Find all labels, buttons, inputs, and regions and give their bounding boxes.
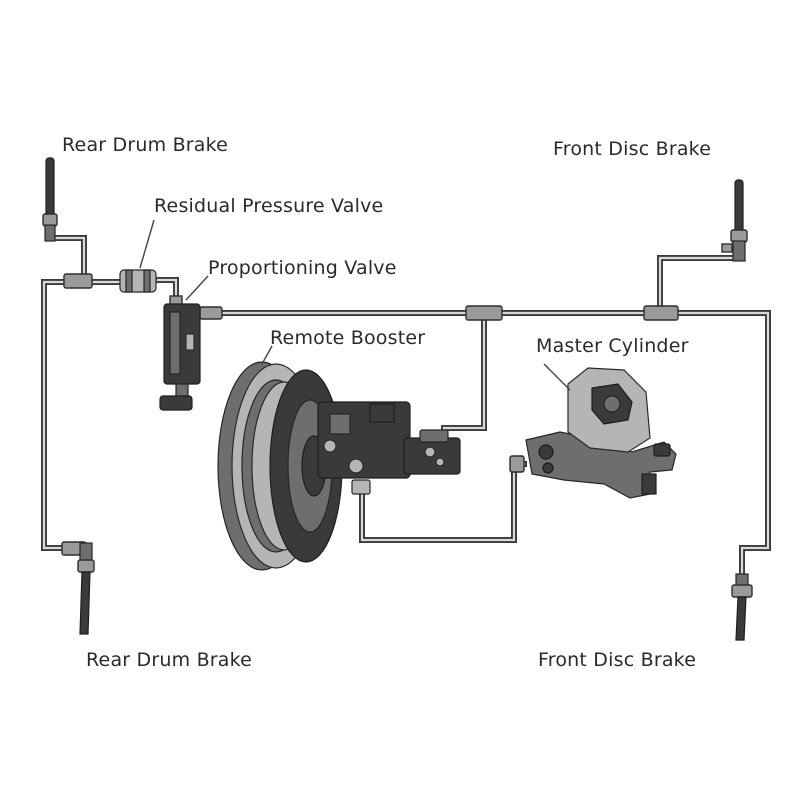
- label-front-disc-top: Front Disc Brake: [553, 138, 711, 160]
- fitting-master: [509, 455, 525, 473]
- brake-hoses: [42, 157, 753, 641]
- leader-proportioning-valve: [185, 275, 209, 301]
- label-master-cylinder: Master Cylinder: [536, 335, 689, 357]
- tee-fitting-center: [465, 305, 503, 321]
- front-disc-top-line: [657, 255, 739, 316]
- residual-pressure-valve: [119, 269, 157, 293]
- label-proportioning-valve: Proportioning Valve: [208, 257, 397, 279]
- remote-booster: [217, 361, 461, 571]
- tee-fitting-right: [643, 305, 679, 321]
- fitting-proportioning: [199, 306, 223, 320]
- rear-drum-bottom-hose: [77, 542, 95, 635]
- leader-lines: [139, 219, 571, 391]
- label-remote-booster: Remote Booster: [270, 327, 425, 349]
- tee-fitting-left: [63, 273, 93, 289]
- left-brake-line: [41, 279, 91, 551]
- leader-residual-valve: [139, 219, 155, 269]
- labels: Rear Drum Brake Residual Pressure Valve …: [62, 134, 711, 671]
- label-front-disc-bottom: Front Disc Brake: [538, 649, 696, 671]
- label-rear-drum-bottom: Rear Drum Brake: [86, 649, 252, 671]
- proportioning-valve: [159, 295, 201, 411]
- label-residual-valve: Residual Pressure Valve: [154, 195, 383, 217]
- front-disc-top-hose: [721, 179, 748, 262]
- front-disc-bottom-hose: [731, 573, 753, 641]
- leader-remote-booster: [261, 345, 273, 365]
- booster-feed-line: [441, 310, 487, 441]
- rear-drum-top-hose: [42, 157, 58, 242]
- master-cylinder: [525, 367, 677, 499]
- label-rear-drum-top: Rear Drum Brake: [62, 134, 228, 156]
- leader-master-cylinder: [543, 363, 571, 391]
